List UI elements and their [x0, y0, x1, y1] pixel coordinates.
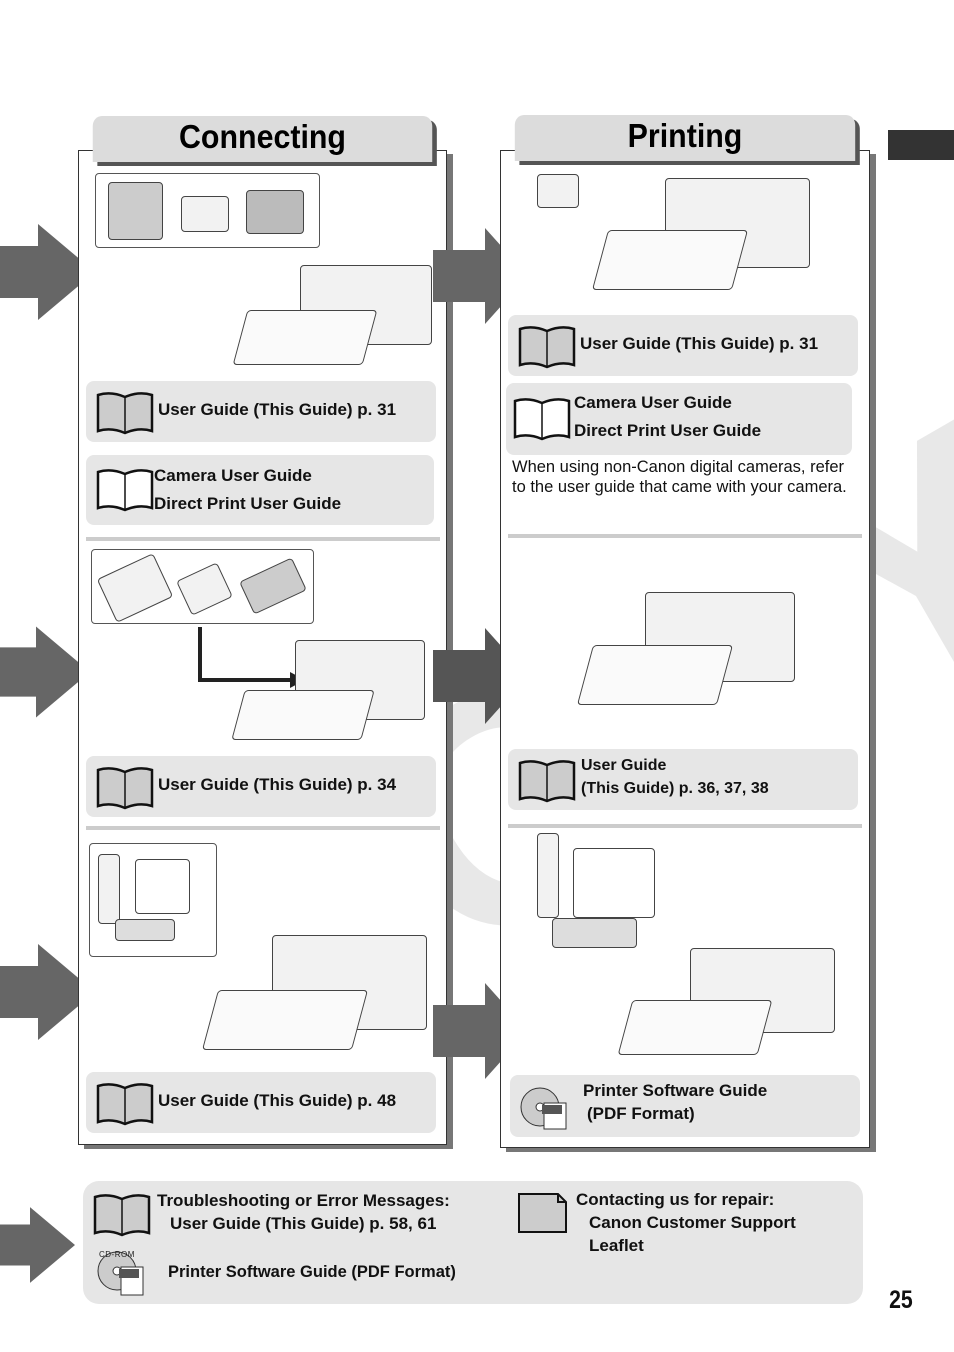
guide-box: Printer Software Guide (PDF Format) — [510, 1075, 860, 1137]
connecting-title: Connecting — [92, 116, 433, 162]
book-icon — [96, 767, 154, 810]
guide-ref: User Guide (This Guide) p. 58, 61 — [170, 1214, 437, 1233]
repair-title: Contacting us for repair: — [576, 1190, 775, 1209]
paper-tray-illustration — [617, 1000, 773, 1055]
book-icon — [93, 1194, 151, 1237]
guide-ref: Camera User Guide — [574, 393, 732, 412]
divider — [508, 824, 862, 828]
print-output-illustration — [576, 645, 734, 705]
paper-tray-illustration — [201, 990, 369, 1050]
non-canon-note: When using non-Canon digital cameras, re… — [512, 458, 847, 496]
guide-ref: Printer Software Guide (PDF Format) — [168, 1263, 456, 1281]
guide-ref: User Guide (This Guide) p. 34 — [158, 775, 397, 794]
book-icon — [96, 1083, 154, 1126]
guide-ref: (PDF Format) — [587, 1104, 695, 1123]
cd-rom-label: CD-ROM — [99, 1250, 135, 1259]
cd-rom-pdf-icon — [97, 1251, 144, 1296]
page-number: 25 — [889, 1286, 913, 1314]
divider — [86, 826, 440, 830]
paper-tray-illustration — [232, 310, 378, 365]
section-tab — [888, 130, 954, 160]
guide-ref: Direct Print User Guide — [154, 494, 342, 513]
camera-illustration — [537, 174, 579, 208]
book-icon — [96, 469, 154, 512]
guide-ref: Printer Software Guide — [583, 1081, 768, 1100]
troubleshooting-box: Troubleshooting or Error Messages: User … — [83, 1181, 863, 1304]
book-icon — [518, 760, 576, 803]
camera-illustration — [95, 173, 320, 248]
computer-illustration — [537, 833, 559, 918]
book-icon — [518, 326, 576, 369]
guide-box: User Guide (This Guide) p. 36, 37, 38 — [508, 749, 858, 810]
computer-illustration — [89, 843, 217, 957]
guide-ref: User Guide (This Guide) p. 48 — [158, 1091, 397, 1110]
guide-box: User Guide (This Guide) p. 31 — [508, 315, 858, 376]
leaflet-icon — [518, 1193, 567, 1233]
keyboard-illustration — [552, 918, 637, 948]
guide-ref: Canon Customer Support — [589, 1213, 796, 1232]
divider — [86, 537, 440, 541]
guide-box: User Guide (This Guide) p. 34 — [86, 756, 436, 817]
trouble-title: Troubleshooting or Error Messages: — [157, 1191, 450, 1210]
paper-tray-illustration — [231, 690, 375, 740]
arrow-right-icon — [0, 224, 95, 320]
arrow-right-icon — [0, 944, 95, 1040]
memory-card-illustration — [91, 549, 314, 624]
guide-box: Camera User Guide Direct Print User Guid… — [86, 455, 434, 525]
guide-ref: Direct Print User Guide — [574, 421, 762, 440]
guide-ref: Camera User Guide — [154, 466, 312, 485]
guide-ref: User Guide (This Guide) p. 31 — [158, 400, 397, 419]
insert-arrow-icon — [198, 627, 305, 688]
cd-rom-pdf-icon — [520, 1087, 567, 1130]
print-output-illustration — [591, 230, 749, 290]
monitor-illustration — [573, 848, 655, 918]
printing-title: Printing — [514, 115, 856, 161]
guide-ref: Leaflet — [589, 1236, 644, 1255]
guide-ref: User Guide (This Guide) p. 31 — [580, 334, 819, 353]
arrow-right-icon — [0, 1207, 75, 1283]
guide-box: User Guide (This Guide) p. 31 — [86, 381, 436, 442]
divider — [508, 534, 862, 538]
guide-box: User Guide (This Guide) p. 48 — [86, 1072, 436, 1133]
guide-ref: (This Guide) p. 36, 37, 38 — [581, 780, 769, 797]
book-icon — [96, 392, 154, 435]
guide-ref: User Guide — [581, 757, 667, 774]
arrow-right-icon — [0, 626, 90, 718]
guide-box: Camera User Guide Direct Print User Guid… — [506, 383, 852, 455]
book-icon — [513, 398, 571, 441]
